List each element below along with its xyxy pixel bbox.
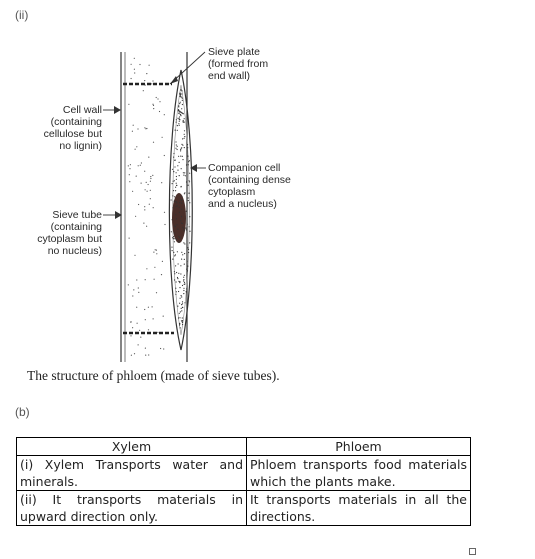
- part-b-marker: (b): [15, 405, 30, 419]
- table-row: (i) Xylem Transports water and minerals.…: [16, 455, 471, 491]
- label-cell-wall: Cell wall (containing cellulose but no l…: [43, 104, 102, 152]
- label-companion-cell: Companion cell (containing dense cytopla…: [208, 162, 291, 210]
- diagram-caption: The structure of phloem (made of sieve t…: [27, 368, 280, 383]
- header-phloem: Phloem: [246, 437, 471, 456]
- table-cell: It transports materials in all the direc…: [246, 490, 471, 526]
- companion-cell-cytoplasm: [170, 89, 191, 329]
- resize-handle[interactable]: [469, 548, 476, 555]
- pointer-cell-wall-arrow: [114, 106, 121, 114]
- companion-cell-outline: [168, 69, 193, 351]
- sieve-tube-cytoplasm: [127, 57, 166, 356]
- table-row: (ii) It transports materials in upward d…: [16, 490, 471, 526]
- table-header-row: Xylem Phloem: [16, 437, 471, 456]
- pointer-sieve-tube-arrow: [115, 211, 122, 219]
- xylem-phloem-table: Xylem Phloem (i) Xylem Transports water …: [16, 437, 471, 526]
- companion-cell-inner: [172, 84, 190, 336]
- table-cell: (i) Xylem Transports water and minerals.: [16, 455, 247, 491]
- pointer-companion-cell-arrow: [190, 164, 197, 172]
- phloem-diagram: [103, 51, 206, 362]
- table-cell: (ii) It transports materials in upward d…: [16, 490, 247, 526]
- header-xylem: Xylem: [16, 437, 247, 456]
- part-ii-marker: (ii): [15, 8, 29, 22]
- table-cell: Phloem transports food materials which t…: [246, 455, 471, 491]
- label-sieve-tube: Sieve tube (containing cytoplasm but no …: [37, 209, 102, 257]
- companion-cell-nucleus: [172, 193, 186, 243]
- label-sieve-plate: Sieve plate (formed from end wall): [208, 46, 269, 82]
- pointer-sieve-plate-arrow: [170, 76, 178, 84]
